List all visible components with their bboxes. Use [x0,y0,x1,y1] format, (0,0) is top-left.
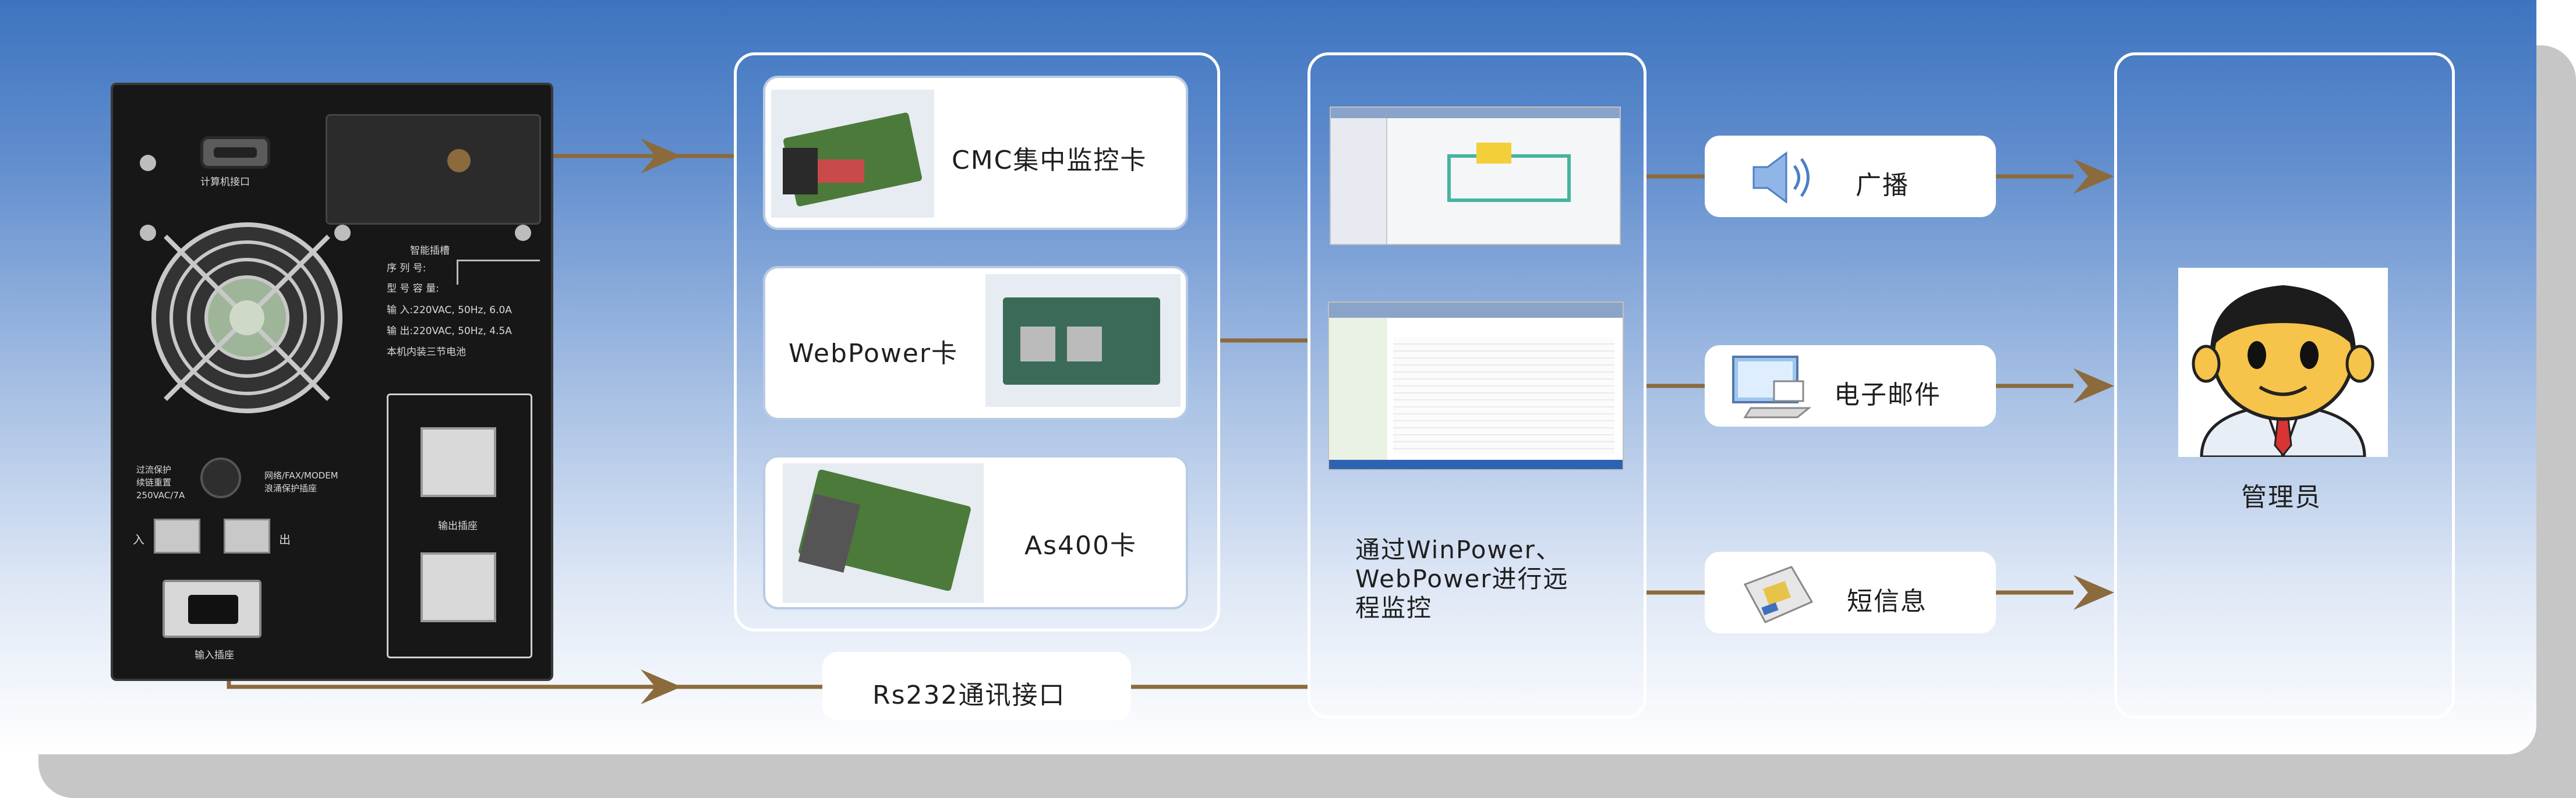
arrow-head-cards [641,139,681,173]
computer-mail-icon [1732,356,1812,418]
output-spec: 输 出:220VAC, 50Hz, 4.5A [387,325,512,337]
input-socket-label: 输入插座 [195,650,234,661]
serial-label: 序 列 号: [387,263,426,274]
email-channel[interactable]: 电子邮件 [1705,345,1996,427]
software-caption: 通过WinPower、 WebPower进行远 程监控 [1355,535,1569,622]
rj11-out [224,519,270,554]
input-socket [162,580,262,638]
speaker-icon [1752,151,1810,204]
slot-label: 智能插槽 [410,245,450,257]
arrow-head-admin-2 [2073,368,2114,403]
broadcast-label: 广播 [1856,171,1909,200]
cmc-card[interactable]: CMC集中监控卡 [763,76,1188,230]
administrator-group [2114,52,2455,719]
in-label: 入 [133,533,144,547]
software-monitor-group [1308,52,1646,719]
out-label: 出 [279,533,291,547]
cmc-card-image [771,90,934,218]
as400-card-image [783,463,984,603]
cmc-card-label: CMC集中监控卡 [952,146,1147,175]
battery-note: 本机内装三节电池 [387,346,466,358]
webpower-card[interactable]: WebPower卡 [763,266,1188,420]
screw [334,225,351,241]
breaker [200,457,241,498]
fan [151,222,342,413]
smart-slot [326,114,541,225]
rs232-interface[interactable]: Rs232通讯接口 [822,652,1131,721]
overload-label: 过流保护 续链重置 250VAC/7A [136,464,185,501]
screw [140,225,156,241]
arrow-head-rs232 [641,669,681,704]
webpower-card-image [985,274,1181,407]
arrow-head-admin-3 [2073,575,2114,610]
sms-label: 短信息 [1847,587,1927,616]
db9-port [200,136,270,169]
rs232-label: Rs232通讯接口 [872,680,1066,710]
output-socket-frame: 输出插座 [387,393,532,658]
output-socket-1 [421,427,496,497]
administrator-avatar-icon [2178,268,2388,457]
slot-dot [447,149,471,172]
as400-card-label: As400卡 [1024,531,1137,561]
input-spec: 输 入:220VAC, 50Hz, 6.0A [387,304,512,316]
model-label: 型 号 容 量: [387,283,439,295]
monitor-cards-group [734,52,1220,632]
sms-channel[interactable]: 短信息 [1705,552,1996,633]
webpower-card-label: WebPower卡 [789,339,958,368]
screw [140,155,156,171]
webpower-screenshot [1328,302,1624,470]
sms-modem-icon [1743,566,1814,623]
winpower-screenshot [1330,107,1621,245]
spec-tick [457,260,540,285]
arrow-head-admin-1 [2073,159,2114,194]
screw [515,225,531,241]
as400-card[interactable]: As400卡 [763,455,1188,609]
surge-label: 网络/FAX/MODEM 浪涌保护插座 [264,470,338,494]
output-socket-2 [421,552,496,622]
email-label: 电子邮件 [1834,380,1941,410]
ups-rear-panel: 计算机接口 智能插槽 序 列 号: 型 号 容 量: 输 入:220VAC, 5… [111,83,553,681]
broadcast-channel[interactable]: 广播 [1705,136,1996,217]
output-socket-label: 输出插座 [438,520,478,532]
port-label: 计算机接口 [200,176,250,188]
rj11-in [154,519,200,554]
administrator-label: 管理员 [2241,483,2321,512]
